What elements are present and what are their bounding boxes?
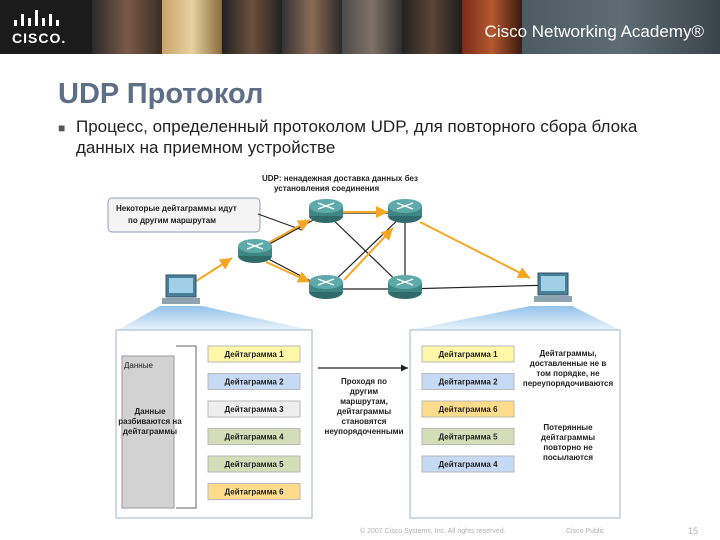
split-text-2: разбиваются на — [118, 417, 182, 426]
router-icon — [309, 275, 343, 299]
datagram-label: Дейтаграмма 6 — [438, 405, 498, 414]
computer-icon — [162, 274, 200, 304]
cisco-bars-icon — [14, 10, 59, 26]
router-icon — [309, 199, 343, 223]
left-funnel — [118, 306, 310, 330]
banner-photo-8 — [522, 0, 720, 54]
bullet-text: Процесс, определенный протоколом UDP, дл… — [76, 117, 638, 157]
middle-text-3: маршрутам, — [340, 397, 388, 406]
slide-bullet: ■ Процесс, определенный протоколом UDP, … — [58, 116, 658, 158]
router-icon — [388, 275, 422, 299]
right-note-bottom-1: Потерянные — [543, 423, 593, 432]
datagram-box — [421, 373, 515, 390]
datagram-box — [207, 373, 301, 390]
receiver-datagram-list: Дейтаграмма 1 Дейтаграмма 2 Дейтаграмма 6 Д… — [421, 345, 515, 473]
datagram-label: Дейтаграмма 5 — [438, 433, 498, 442]
right-note-top-2: доставленные не в — [530, 359, 607, 368]
cisco-logo: CISCO. — [12, 8, 82, 48]
right-note-bottom-2: дейтаграммы — [541, 433, 595, 442]
datagram-label: Дейтаграмма 3 — [224, 405, 284, 414]
datagram-label: Дейтаграмма 4 — [224, 433, 284, 442]
banner-photo-4 — [282, 0, 342, 54]
middle-text-5: становятся — [342, 417, 387, 426]
datagram-label: Дейтаграмма 1 — [224, 350, 284, 359]
datagram-box — [207, 483, 301, 500]
datagram-label: Дейтаграмма 1 — [438, 350, 498, 359]
data-block-label: Данные — [124, 361, 153, 370]
footer-page-number: 15 — [688, 526, 699, 536]
datagram-box — [207, 428, 301, 445]
bracket-line — [176, 345, 197, 509]
middle-text-1: Проходя по — [341, 377, 387, 386]
datagram-box — [421, 400, 515, 418]
middle-text-6: неупорядоченными — [325, 427, 404, 436]
split-text-1: Данные — [134, 407, 166, 416]
datagram-box — [421, 428, 515, 445]
right-funnel — [410, 306, 620, 330]
datagram-box — [421, 345, 515, 363]
computer-icon — [534, 272, 572, 302]
slide-title: UDP Протокол — [58, 78, 264, 110]
cisco-logo-text: CISCO. — [12, 30, 67, 46]
middle-text-4: дейтаграммы — [337, 407, 391, 416]
banner-photo-1 — [92, 0, 162, 54]
datagram-box — [421, 455, 515, 473]
callout-text-2: по другим маршрутам — [128, 216, 216, 225]
middle-text-2: другим — [350, 387, 379, 396]
datagram-box — [207, 455, 301, 473]
footer-public: Cisco Public — [566, 528, 605, 535]
datagram-label: Дейтаграмма 2 — [224, 378, 284, 387]
right-note-bottom-4: посылаются — [543, 453, 593, 462]
right-note-top-3: том порядке, не — [536, 369, 600, 378]
datagram-label: Дейтаграмма 5 — [224, 460, 284, 469]
udp-diagram-title-2: установления соединения — [274, 184, 379, 193]
udp-diagram-title-1: UDP: ненадежная доставка данных без — [262, 174, 418, 183]
banner-photo-6 — [402, 0, 462, 54]
right-note-top-4: переупорядочиваются — [523, 379, 614, 388]
banner-photo-2 — [162, 0, 222, 54]
datagram-label: Дейтаграмма 6 — [224, 488, 284, 497]
data-path-arrows — [189, 206, 531, 286]
bullet-square-icon: ■ — [58, 121, 66, 135]
router-icon — [388, 199, 422, 223]
callout-text-1: Некоторые дейтаграммы идут — [116, 204, 237, 213]
split-text-3: дейтаграммы — [123, 427, 177, 436]
academy-title: Cisco Networking Academy® — [484, 22, 704, 41]
sender-datagram-list: Дейтаграмма 1 Дейтаграмма 2 Дейтаграмма 3 Д… — [207, 345, 301, 500]
banner-photo-3 — [222, 0, 282, 54]
datagram-label: Дейтаграмма 4 — [438, 460, 498, 469]
banner-photo-7 — [462, 0, 522, 54]
datagram-box — [207, 345, 301, 363]
header-banner: CISCO. Cisco Networking Academy® — [0, 0, 720, 54]
right-note-top-1: Дейтаграммы, — [539, 349, 596, 358]
right-note-bottom-3: повторно не — [543, 443, 593, 452]
router-icon — [238, 239, 272, 263]
data-block — [121, 355, 175, 509]
banner-photo-5 — [342, 0, 402, 54]
footer-copyright: © 2007 Cisco Systems, Inc. All rights re… — [360, 528, 506, 535]
datagram-label: Дейтаграмма 2 — [438, 378, 498, 387]
datagram-box — [207, 400, 301, 418]
